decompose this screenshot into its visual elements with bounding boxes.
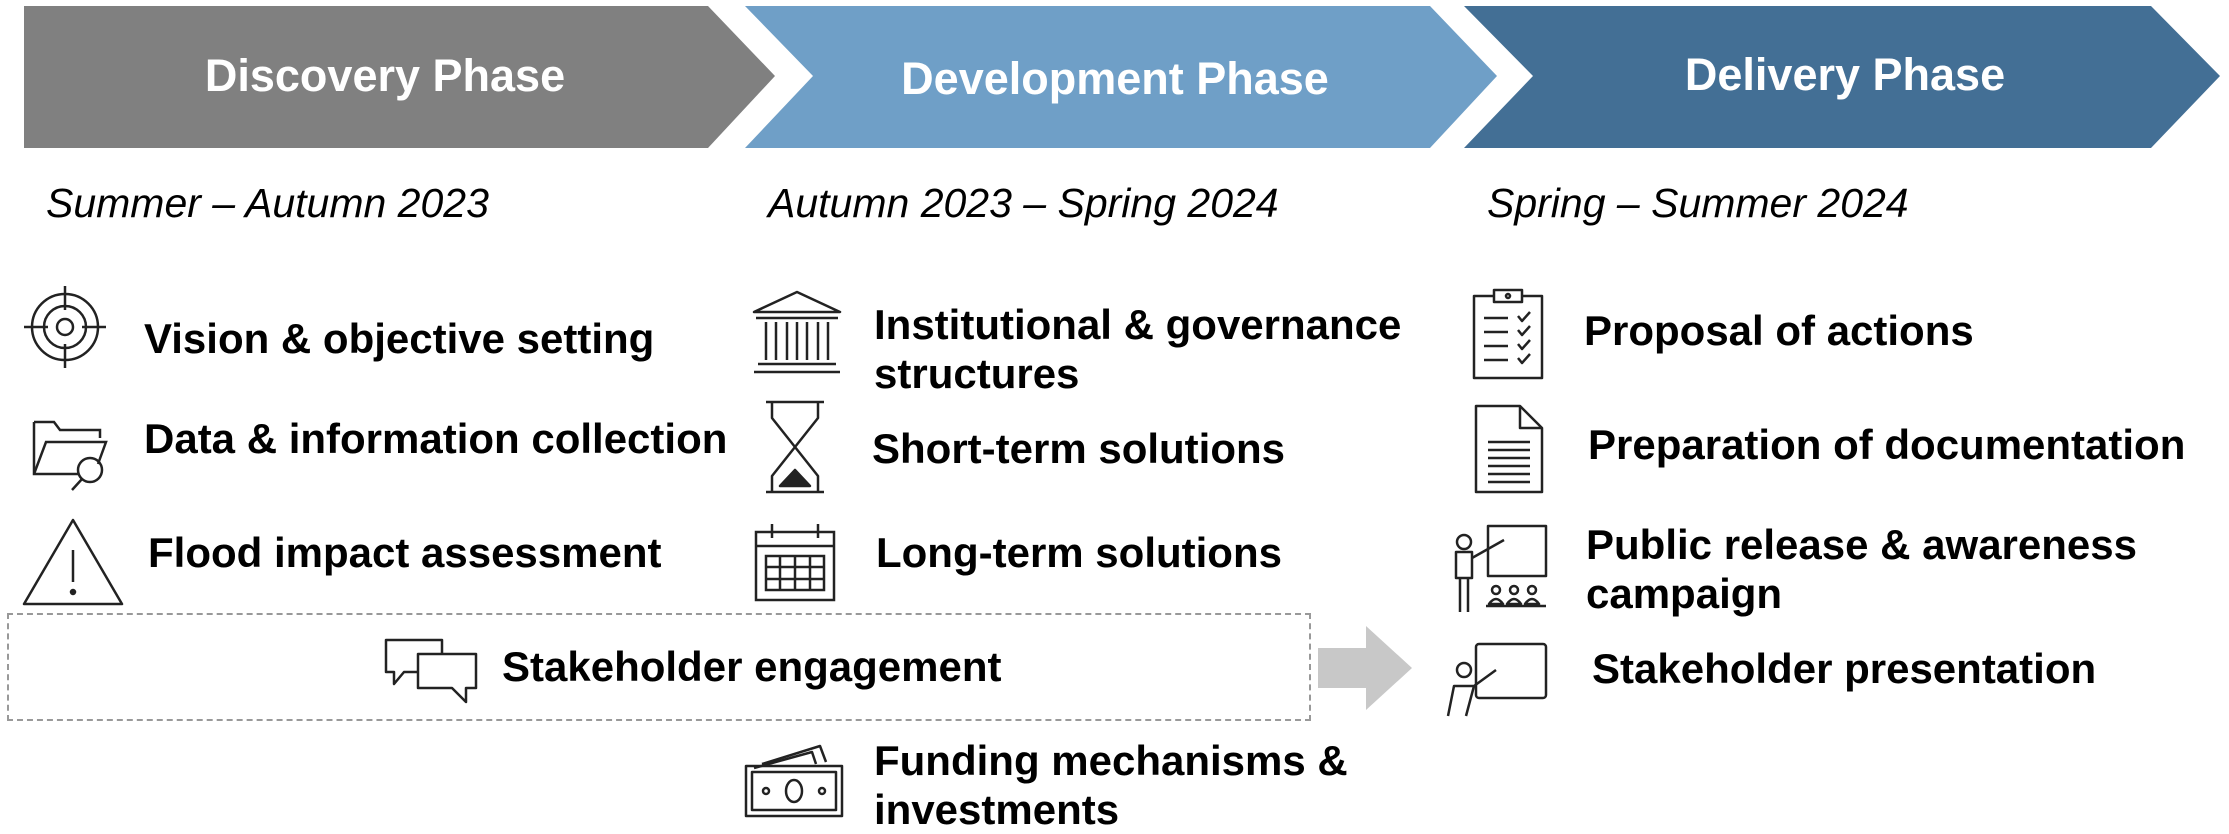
- institution-icon: [750, 288, 844, 378]
- data-information-item: Data & information collection: [144, 415, 728, 462]
- delivery-chevron: [1464, 6, 2220, 148]
- development-chevron: [745, 6, 1497, 148]
- stakeholder-engagement-label: Stakeholder engagement: [502, 643, 1002, 690]
- discovery-chevron: [24, 6, 775, 148]
- short-term-item: Short-term solutions: [872, 425, 1286, 472]
- target-icon: [22, 284, 108, 370]
- delivery-period: Spring – Summer 2024: [1487, 180, 1909, 226]
- delivery-phase-title: Delivery Phase: [1684, 49, 2006, 100]
- public-release-item: Public release & awareness campaign: [1586, 521, 2137, 617]
- development-period: Autumn 2023 – Spring 2024: [768, 180, 1279, 226]
- presentation-audience-icon: [1446, 520, 1552, 618]
- stakeholder-engagement-box: [7, 613, 1311, 721]
- document-icon: [1472, 402, 1546, 496]
- proposal-actions-item: Proposal of actions: [1584, 307, 1974, 354]
- discovery-phase-title: Discovery Phase: [204, 50, 566, 101]
- institutional-governance-item: Institutional & governance structures: [874, 301, 1402, 397]
- folder-search-icon: [28, 408, 116, 494]
- money-icon: [742, 742, 846, 820]
- calendar-icon: [752, 522, 838, 604]
- funding-mechanisms-item: Funding mechanisms & investments: [874, 737, 1348, 833]
- discovery-period: Summer – Autumn 2023: [46, 180, 489, 226]
- chat-bubbles-icon: [382, 636, 482, 708]
- preparation-documentation-item: Preparation of documentation: [1588, 421, 2186, 468]
- hourglass-icon: [762, 398, 828, 496]
- long-term-item: Long-term solutions: [876, 529, 1282, 576]
- stakeholder-presentation-item: Stakeholder presentation: [1592, 645, 2097, 692]
- vision-objective-item: Vision & objective setting: [144, 315, 655, 362]
- engagement-arrow: [1318, 626, 1412, 710]
- development-phase-title: Development Phase: [901, 53, 1329, 104]
- warning-icon: [20, 516, 126, 608]
- flood-impact-item: Flood impact assessment: [148, 529, 662, 576]
- checklist-icon: [1470, 286, 1546, 382]
- presenter-icon: [1444, 640, 1550, 720]
